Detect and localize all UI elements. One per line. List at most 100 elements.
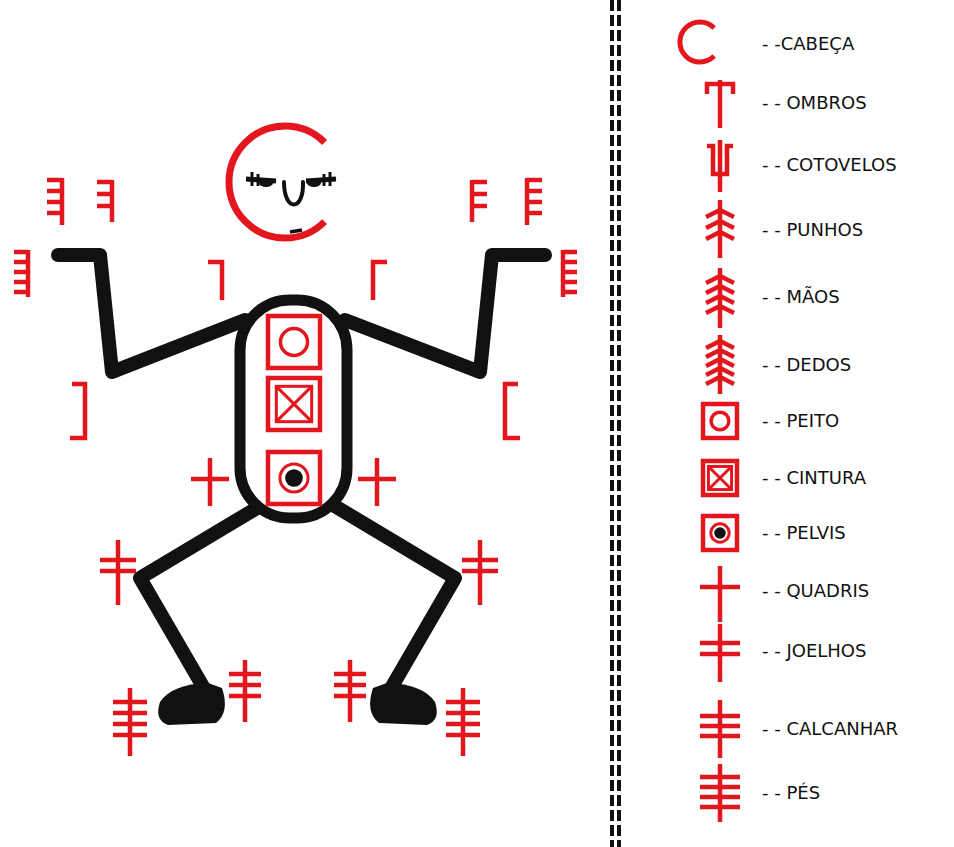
- right-foot: [370, 683, 437, 725]
- heel-symbol: [700, 700, 740, 758]
- joint-markers: [14, 178, 577, 756]
- marker-bar: [97, 192, 112, 197]
- limbs: [58, 255, 545, 725]
- legend-sample: [706, 268, 734, 328]
- head-arc: [229, 126, 325, 238]
- marker-bar: [720, 652, 740, 657]
- marker-bar: [706, 341, 720, 348]
- heel-marker: [229, 660, 261, 722]
- marker-bar: [720, 724, 740, 729]
- marker-bar: [446, 700, 463, 705]
- box-cross: [708, 466, 731, 489]
- box-outline: [703, 404, 737, 438]
- marker-bar: [14, 250, 28, 255]
- box-cross: [708, 466, 731, 489]
- marker-bar: [462, 569, 480, 574]
- marker-stem: [348, 660, 353, 722]
- left-foot: [158, 683, 225, 725]
- marker-bar: [47, 200, 62, 205]
- legend-label: - - PÉS: [762, 783, 820, 803]
- nose: [284, 182, 303, 205]
- hip-marker: [191, 458, 229, 506]
- box-inner: [276, 386, 311, 421]
- box-circle: [280, 328, 307, 355]
- eye: [307, 179, 321, 187]
- marker-bar: [463, 700, 480, 705]
- marker-bar: [706, 286, 720, 293]
- marker-bar: [446, 711, 463, 716]
- marker-bar: [706, 221, 720, 228]
- marker-stem: [243, 660, 248, 722]
- marker-stem: [718, 764, 723, 822]
- marker-bar: [130, 722, 147, 727]
- marker-bar: [700, 641, 720, 646]
- marker-bar: [700, 795, 720, 800]
- marker-bar: [563, 290, 577, 295]
- box-outline: [268, 378, 320, 430]
- box-dot: [285, 469, 303, 487]
- marker-bar: [720, 286, 734, 293]
- marker-bar: [706, 232, 720, 239]
- marker-bar: [720, 276, 734, 283]
- stick-figure: [14, 126, 577, 756]
- legend-label: - -CABEÇA: [762, 34, 854, 54]
- box-circle: [711, 412, 729, 430]
- marker-bar: [706, 210, 720, 217]
- marker-bar: [113, 722, 130, 727]
- marker-bar: [706, 276, 720, 283]
- left-arm: [58, 255, 245, 372]
- marker-bar: [720, 641, 740, 646]
- dashed-divider: [617, 0, 621, 847]
- marker-bar: [245, 672, 261, 677]
- heel-marker: [334, 660, 366, 722]
- marker-bar: [446, 722, 463, 727]
- box-inner: [708, 466, 731, 489]
- box-ring: [280, 464, 308, 492]
- marker-bar: [377, 477, 396, 482]
- box-outline: [268, 452, 320, 504]
- marker-stem: [208, 458, 213, 506]
- marker-bar: [113, 700, 130, 705]
- chest-symbol: [703, 404, 737, 438]
- marker-bar: [720, 377, 734, 384]
- pelvis-symbol: [703, 516, 737, 550]
- marker-bar: [720, 210, 734, 217]
- marker-bar: [229, 672, 245, 677]
- elbow-marker: [70, 384, 85, 438]
- hand-symbol: [706, 268, 734, 328]
- legend-label: - - PELVIS: [762, 523, 846, 543]
- marker-bar: [472, 192, 487, 197]
- fingers-marker: [563, 250, 577, 297]
- knee-marker: [462, 540, 498, 605]
- knee-marker: [100, 540, 136, 605]
- marker-bar: [14, 280, 28, 285]
- shoulder-symbol: [707, 84, 733, 94]
- marker-bar: [700, 734, 720, 739]
- hand-marker: [527, 178, 542, 225]
- marker-bar: [97, 180, 112, 185]
- marker-stem: [718, 700, 723, 758]
- legend-label: - - COTOVELOS: [762, 155, 897, 175]
- shoulder-symbol: [718, 80, 723, 128]
- marker-bar: [245, 683, 261, 688]
- eyebrow-tick: [323, 174, 326, 186]
- marker-bar: [706, 350, 720, 357]
- legend-label: - - OMBROS: [762, 93, 867, 113]
- box-outline: [268, 316, 320, 368]
- marker-bar: [700, 785, 720, 790]
- hand-marker: [47, 178, 62, 225]
- marker-bar: [480, 558, 498, 563]
- marker-bar: [446, 733, 463, 738]
- marker-bar: [527, 189, 542, 194]
- marker-bar: [97, 204, 112, 209]
- eyebrow-tick: [257, 174, 260, 186]
- marker-bar: [334, 694, 350, 699]
- fingers-symbol: [706, 335, 734, 394]
- legend-label: - - PEITO: [762, 411, 839, 431]
- pelvis-symbol: [268, 452, 320, 504]
- face: [246, 172, 336, 232]
- marker-bar: [706, 306, 720, 313]
- marker-bar: [720, 341, 734, 348]
- marker-bar: [229, 694, 245, 699]
